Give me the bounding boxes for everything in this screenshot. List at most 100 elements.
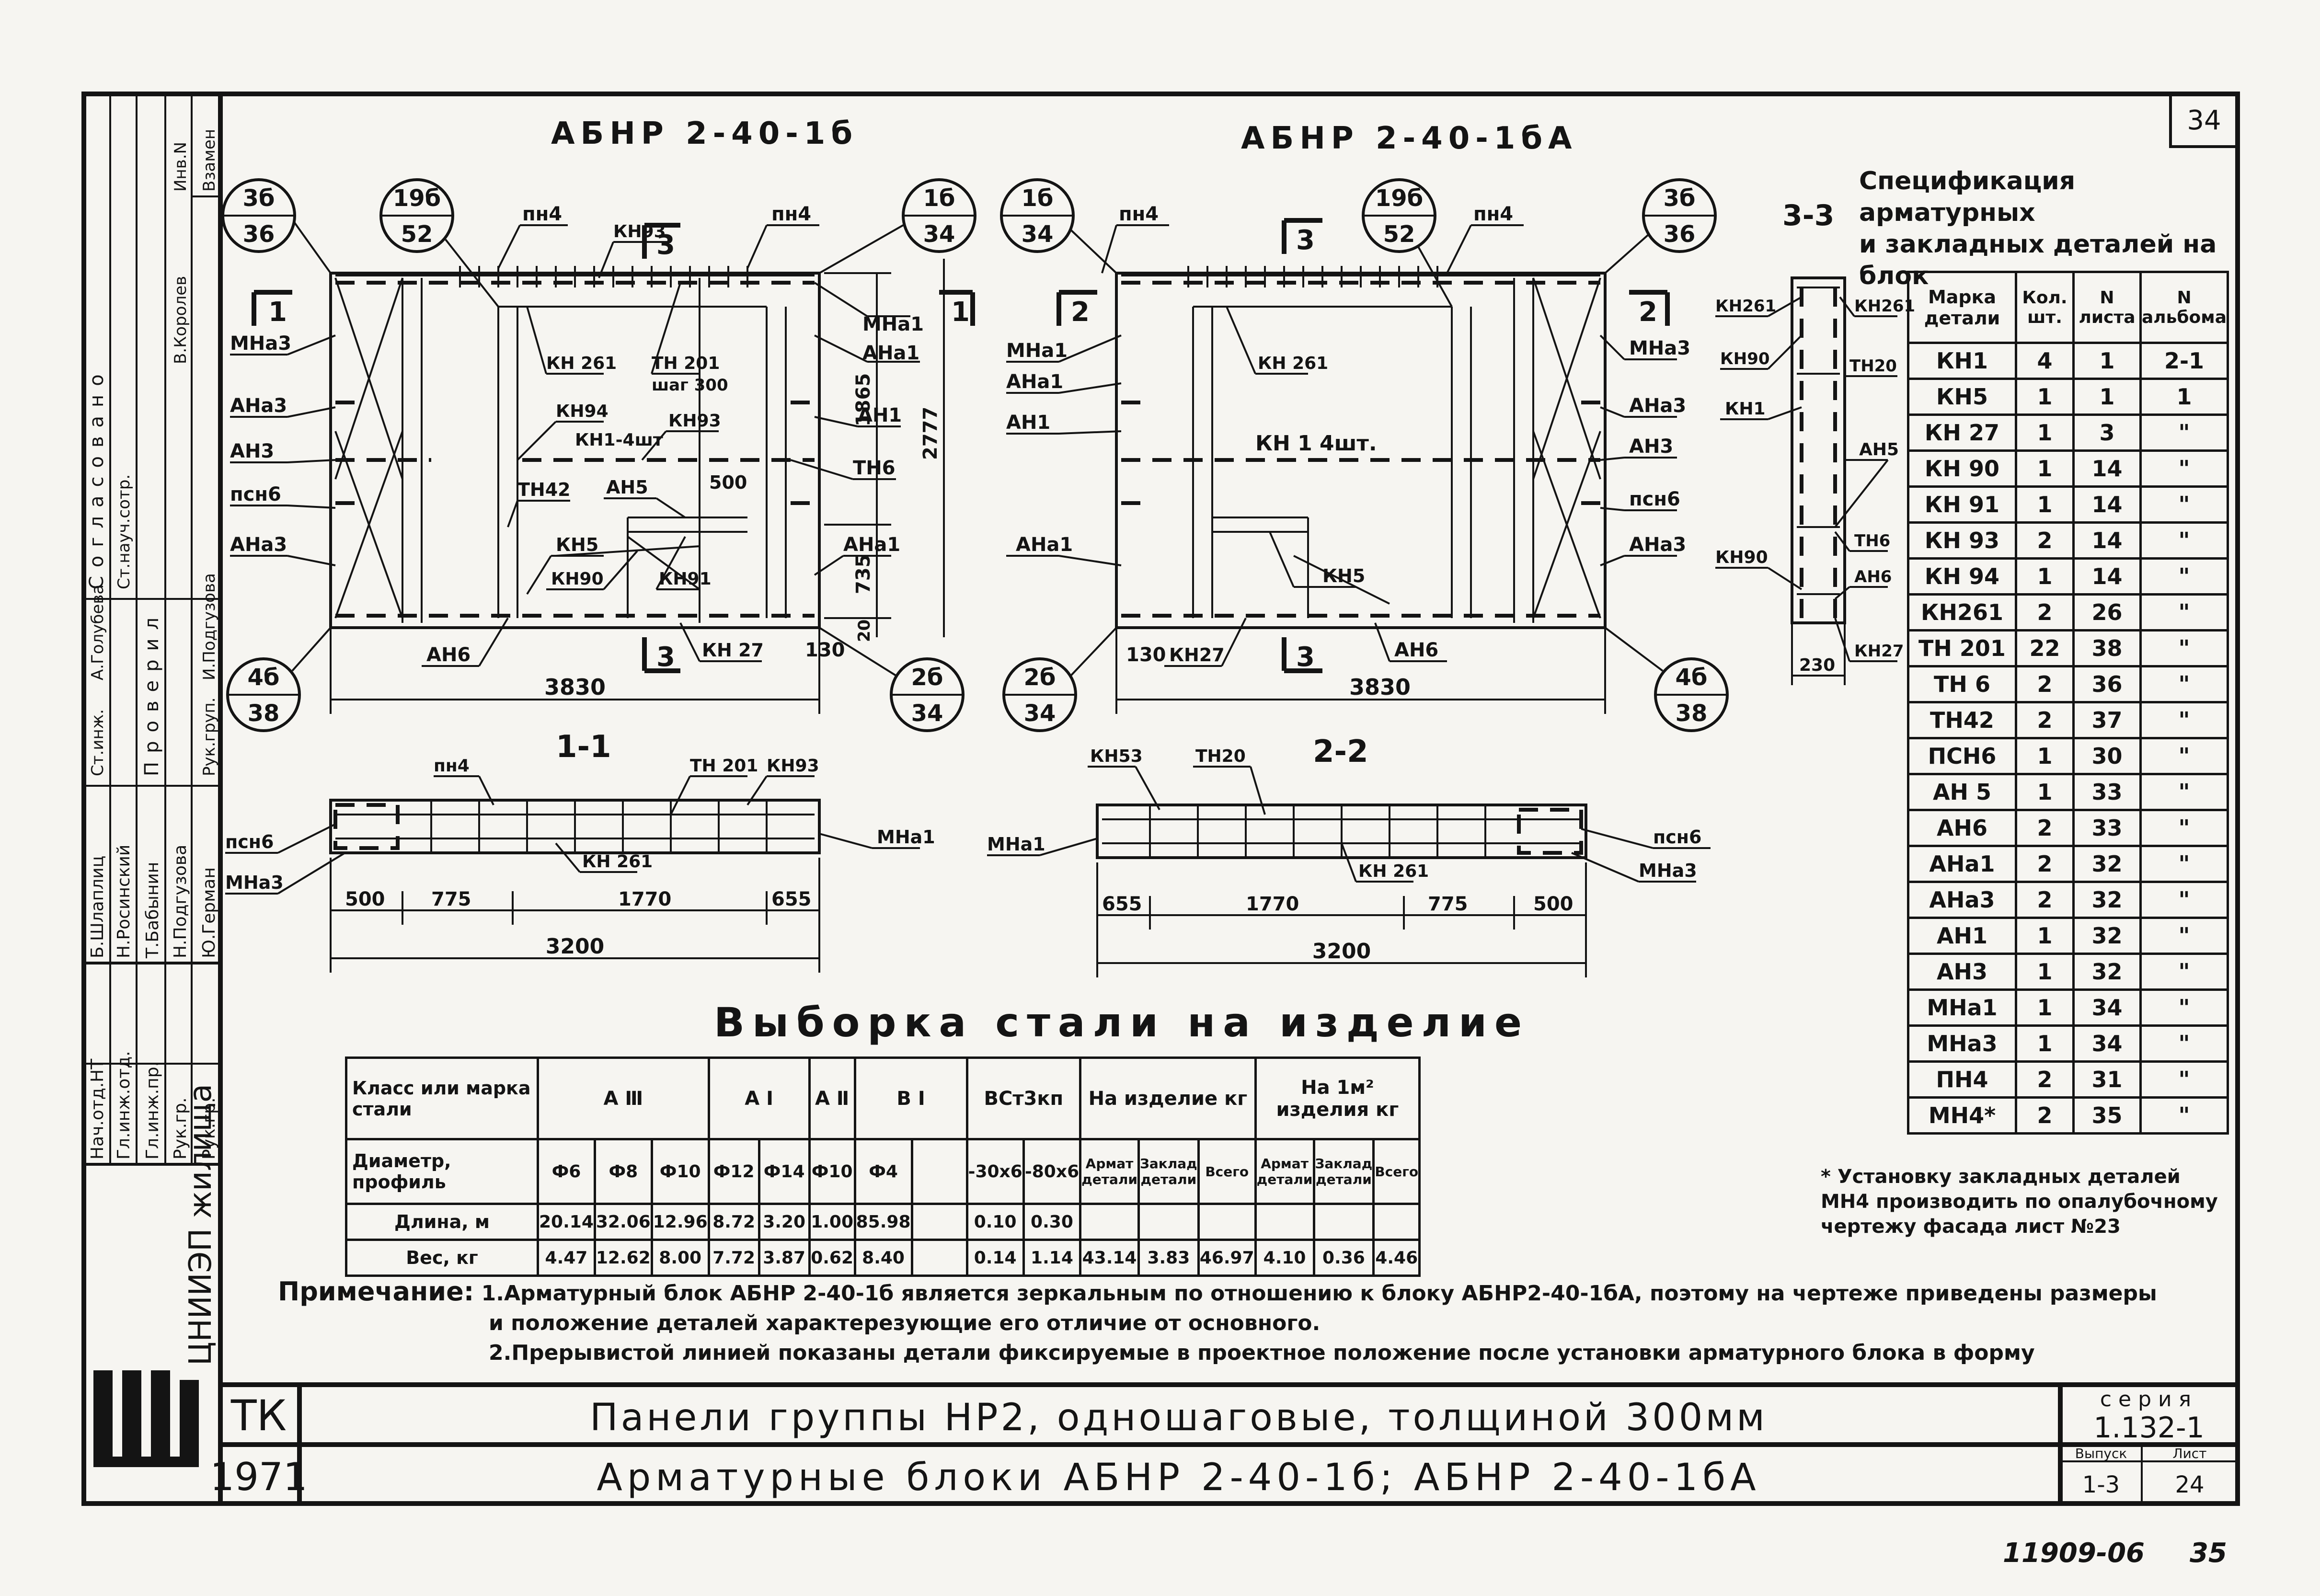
steel-diam-cell: Заклад детали	[1312, 1138, 1375, 1205]
spec-cell: 1	[2015, 413, 2075, 452]
spec-cell: 38	[2072, 629, 2142, 667]
spec-col-qty: Кол. шт.	[2015, 271, 2075, 344]
steel-diam-cell: -30х6	[965, 1138, 1025, 1205]
spec-cell: АН 5	[1907, 773, 2017, 811]
lbl-kn261b-33: КН261	[1854, 297, 1915, 316]
spec-cell: 14	[2072, 521, 2142, 560]
spec-cell: 32	[2072, 953, 2142, 991]
lbl-ana1-left-a: АНа1	[862, 342, 919, 364]
spec-cell: 14	[2072, 485, 2142, 524]
svg-text:34: 34	[923, 221, 955, 248]
steel-diam-cell: Заклад детали	[1137, 1138, 1200, 1205]
svg-text:4б: 4б	[248, 664, 280, 691]
section-mark-2-right: 2	[1629, 290, 1670, 328]
svg-text:1: 1	[268, 297, 287, 328]
lbl-mna3-left: МНа3	[230, 333, 291, 355]
callout-2b-34: 2б 34	[818, 627, 965, 732]
lbl-kn93-left-b: КН93	[668, 411, 721, 431]
spec-table-wrap: Марка детали Кол. шт. N листа N альбома …	[1907, 271, 2229, 1135]
spec-cell: 34	[2072, 988, 2142, 1027]
stamp-checked-name-1: А.Голубева	[88, 585, 107, 680]
steel-weight-cell: 4.47	[537, 1239, 596, 1277]
issue-label: Выпуск	[2075, 1446, 2127, 1461]
stamp-name-4: Н.Подгузова	[171, 845, 190, 958]
steel-table: Класс или марка стали А Ⅲ А Ⅰ А Ⅱ В Ⅰ ВС…	[345, 1056, 1421, 1277]
steel-length-cell	[1254, 1203, 1315, 1241]
stamp-pos-1: Нач.отд.НТ	[88, 1058, 107, 1160]
spec-cell: 3	[2072, 413, 2142, 452]
section-mark-3-top-right: 3	[1282, 218, 1322, 256]
year-label: 1971	[210, 1455, 308, 1499]
lbl-pn4-right-a: пн4	[1119, 203, 1159, 225]
stamp-agreed-name: В.Королев	[171, 276, 190, 364]
dim-655-s2: 655	[1102, 893, 1142, 915]
spec-cell: КН 93	[1907, 521, 2017, 560]
callout-3b-36-right: 3б 36	[1604, 178, 1717, 274]
spec-cell: АН1	[1907, 917, 2017, 955]
lbl-psn6-right: псн6	[1629, 488, 1680, 510]
lbl-ana1-left-b: АНа1	[843, 534, 900, 556]
svg-text:1б: 1б	[923, 185, 955, 212]
lbl-kn261-s1: КН 261	[582, 852, 653, 872]
spec-cell: 37	[2072, 701, 2142, 739]
spec-cell: "	[2139, 557, 2229, 596]
spec-cell: "	[2139, 988, 2229, 1027]
lbl-mna3-right: МНа3	[1629, 337, 1690, 359]
steel-diam-cell: Всего	[1197, 1138, 1257, 1205]
spec-cell: 1	[2015, 449, 2075, 488]
spec-cell: 35	[2072, 1096, 2142, 1135]
callout-1b-34-right: 1б 34	[1000, 178, 1117, 274]
note-1b: и положение деталей характерезующие его …	[489, 1311, 1321, 1335]
svg-text:52: 52	[1383, 221, 1415, 248]
lbl-pn4-left-a: пн4	[522, 203, 562, 225]
steel-diam-cell: -80х6	[1022, 1138, 1082, 1205]
archive-code: 11909-06	[2003, 1538, 2145, 1569]
dim-1770-s1: 1770	[618, 888, 671, 910]
dim-130-left: 130	[805, 639, 845, 661]
sheet-frame	[81, 92, 2240, 1506]
spec-cell: 30	[2072, 737, 2142, 775]
lbl-tn20-33: ТН20	[1849, 356, 1897, 376]
spec-cell: "	[2139, 1096, 2229, 1135]
lbl-mna3-s2: МНа3	[1639, 860, 1697, 881]
lbl-an3-left: АН3	[230, 440, 274, 462]
spec-cell: 2	[2015, 665, 2075, 703]
org-logo	[93, 1370, 199, 1467]
steel-length-cell	[1079, 1203, 1140, 1241]
spec-title-line-2: и закладных деталей на блок	[1859, 230, 2217, 290]
steel-diam-cell: Ф4	[853, 1138, 913, 1205]
lbl-ana1-right-a: АНа1	[1006, 371, 1063, 393]
steel-weight-cell: 8.40	[853, 1239, 913, 1277]
svg-text:19б: 19б	[393, 185, 441, 212]
dim-500-s2: 500	[1533, 893, 1573, 915]
steel-weight-cell: 0.14	[965, 1239, 1025, 1277]
dim-1865: 1865	[852, 373, 874, 426]
steel-class-per-m2: На 1м² изделия кг	[1254, 1056, 1421, 1140]
dim-775-s2: 775	[1428, 893, 1468, 915]
stamp-checked-name-2: И.Подгузова	[200, 573, 219, 680]
right-title: АБНР 2-40-1бА	[1241, 121, 1578, 156]
steel-diam-cell	[910, 1138, 968, 1205]
svg-text:19б: 19б	[1375, 185, 1423, 212]
spec-cell: "	[2139, 1024, 2229, 1063]
dim-655-s1: 655	[771, 888, 812, 910]
svg-text:1: 1	[951, 297, 970, 328]
lbl-tn201-s1: ТН 201	[690, 756, 758, 776]
spec-cell: АН6	[1907, 809, 2017, 847]
lbl-an3-right: АН3	[1629, 436, 1673, 458]
spec-cell: КН 27	[1907, 413, 2017, 452]
spec-cell: МН4*	[1907, 1096, 2017, 1135]
svg-text:34: 34	[1022, 221, 1054, 248]
lbl-an1-left: АН1	[858, 404, 902, 426]
spec-cell: 14	[2072, 449, 2142, 488]
spec-cell: 31	[2072, 1060, 2142, 1099]
steel-diam-cell: Всего	[1372, 1138, 1421, 1205]
